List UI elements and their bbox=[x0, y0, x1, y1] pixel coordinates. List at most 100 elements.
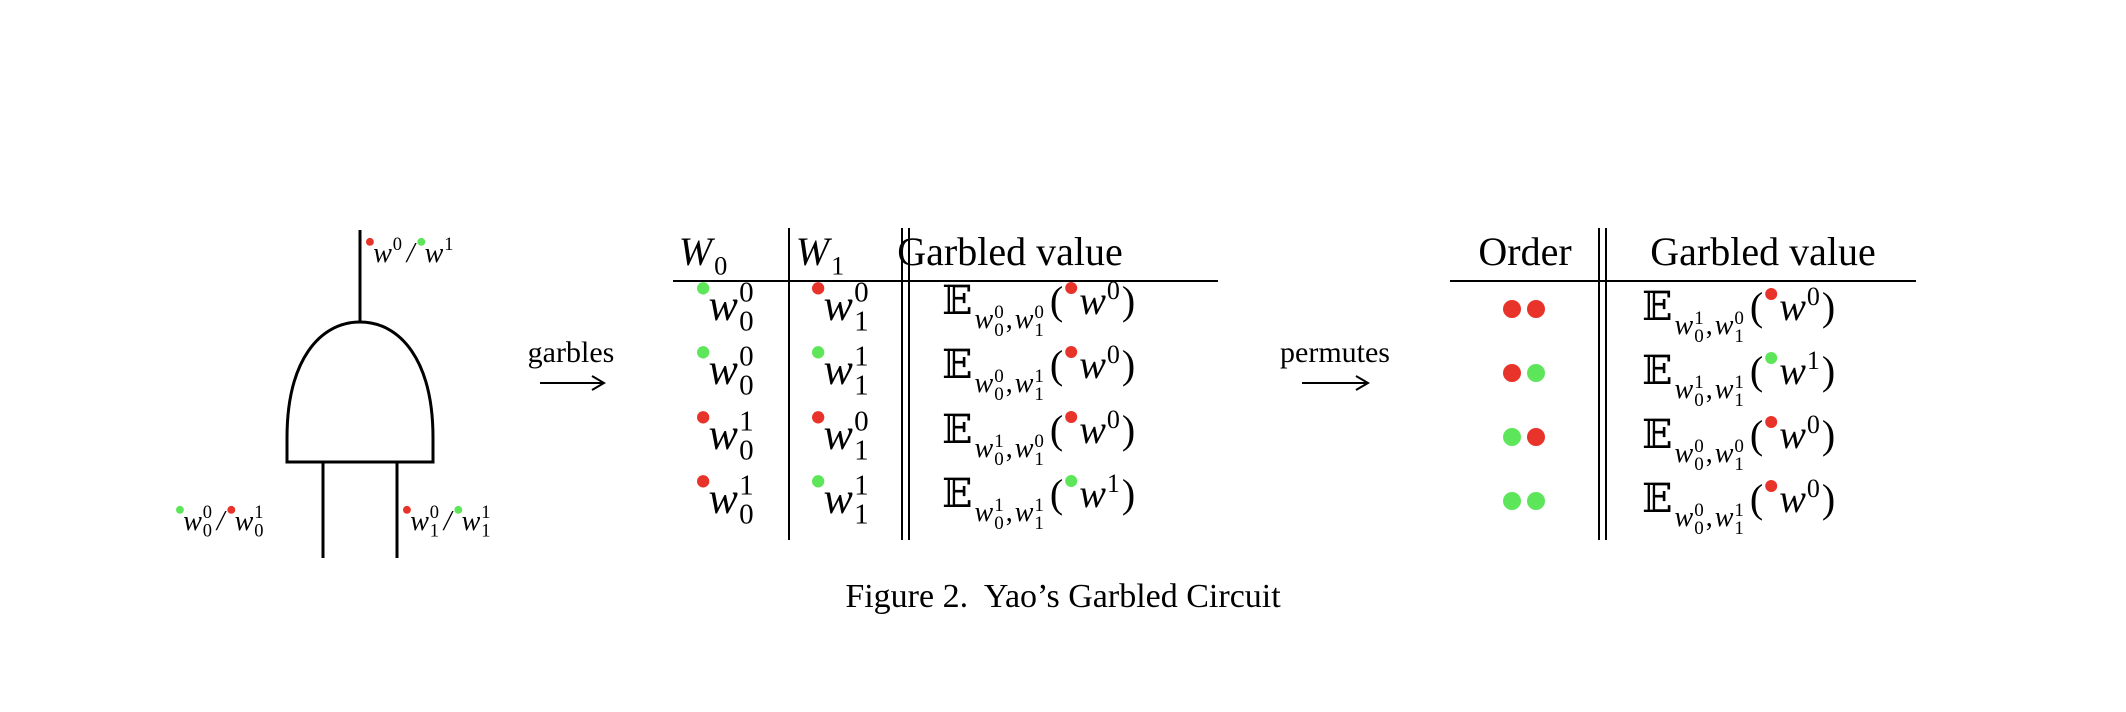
symbol-letter: w bbox=[708, 281, 738, 330]
rparen: ) bbox=[1822, 284, 1835, 329]
red-order-dot bbox=[1527, 428, 1545, 446]
subscript: 0 bbox=[739, 370, 754, 402]
value-sup: 0 bbox=[1107, 405, 1120, 434]
red-dot bbox=[1765, 480, 1778, 492]
superscript: 1 bbox=[854, 341, 869, 373]
key-w1: w bbox=[1715, 438, 1734, 469]
key-w0: w bbox=[975, 304, 994, 335]
superscript: 0 bbox=[430, 502, 439, 522]
figure-caption: Figure 2. Yao’s Garbled Circuit bbox=[845, 578, 1281, 615]
superscript: 0 bbox=[739, 277, 754, 309]
key-comma: , bbox=[1706, 310, 1713, 341]
key-w0-sup: 0 bbox=[994, 302, 1004, 323]
rparen: ) bbox=[1122, 471, 1135, 516]
green-order-dot bbox=[1503, 492, 1521, 510]
superscript: 1 bbox=[854, 470, 869, 502]
green-dot bbox=[1065, 475, 1078, 487]
key-w1-sup: 0 bbox=[1034, 431, 1044, 452]
key-w0-sub: 0 bbox=[1694, 518, 1704, 539]
key-comma: , bbox=[1006, 368, 1013, 399]
key-w0: w bbox=[1675, 310, 1694, 341]
garbles-label: garbles bbox=[528, 336, 615, 369]
gate-body bbox=[285, 320, 435, 464]
lparen: ( bbox=[1050, 407, 1063, 452]
red-dot bbox=[366, 237, 374, 246]
symbol-letter: w bbox=[823, 474, 853, 523]
table2-header-order: Order bbox=[1478, 229, 1571, 274]
lparen: ( bbox=[1050, 278, 1063, 323]
superscript: 0 bbox=[854, 277, 869, 309]
superscript: 1 bbox=[739, 406, 754, 438]
key-w1: w bbox=[1015, 433, 1034, 464]
green-dot bbox=[417, 237, 426, 246]
table1-header-garbled: Garbled value bbox=[897, 229, 1122, 274]
key-w0-sub: 0 bbox=[994, 384, 1004, 405]
value-w: w bbox=[1779, 412, 1806, 457]
superscript: 1 bbox=[444, 234, 453, 254]
red-dot bbox=[812, 282, 825, 295]
green-dot bbox=[812, 346, 825, 359]
and-gate bbox=[285, 230, 435, 558]
superscript: 0 bbox=[393, 234, 402, 254]
red-dot bbox=[1065, 346, 1078, 358]
key-comma: , bbox=[1706, 502, 1713, 533]
key-w0-sub: 0 bbox=[1694, 326, 1704, 347]
green-dot bbox=[697, 282, 710, 295]
encryption-symbol: 𝔼 bbox=[942, 471, 973, 516]
red-order-dot bbox=[1503, 300, 1521, 318]
key-w1: w bbox=[1015, 304, 1034, 335]
symbol-letter: w bbox=[410, 506, 429, 537]
key-w1: w bbox=[1715, 374, 1734, 405]
green-dot bbox=[697, 346, 710, 359]
table2-cell-order bbox=[1503, 300, 1545, 318]
encryption-symbol: 𝔼 bbox=[1642, 348, 1673, 393]
red-dot bbox=[403, 505, 411, 514]
value-sup: 0 bbox=[1107, 276, 1120, 305]
encryption-symbol: 𝔼 bbox=[942, 278, 973, 323]
encryption-symbol: 𝔼 bbox=[1642, 476, 1673, 521]
key-w0: w bbox=[975, 433, 994, 464]
symbol-letter: w bbox=[823, 410, 853, 459]
separator: / bbox=[405, 238, 417, 269]
encryption-symbol: 𝔼 bbox=[1642, 284, 1673, 329]
symbol-letter: w bbox=[708, 410, 738, 459]
symbol-letter: w bbox=[708, 345, 738, 394]
key-comma: , bbox=[1006, 304, 1013, 335]
red-dot bbox=[812, 411, 825, 424]
red-dot bbox=[1065, 411, 1078, 423]
lparen: ( bbox=[1750, 348, 1763, 393]
superscript: 1 bbox=[481, 502, 490, 522]
symbol-letter: w bbox=[235, 506, 254, 537]
encryption-symbol: 𝔼 bbox=[1642, 412, 1673, 457]
subscript: 1 bbox=[854, 306, 869, 338]
green-order-dot bbox=[1527, 364, 1545, 382]
subscript: 0 bbox=[739, 435, 754, 467]
key-w0-sub: 0 bbox=[1694, 454, 1704, 475]
key-w0-sub: 0 bbox=[1694, 390, 1704, 411]
subscript: 1 bbox=[854, 370, 869, 402]
symbol-letter: w bbox=[183, 506, 202, 537]
table2-header-garbled: Garbled value bbox=[1650, 229, 1875, 274]
lparen: ( bbox=[1750, 476, 1763, 521]
symbol-letter: w bbox=[373, 238, 392, 269]
key-w0-sup: 0 bbox=[1694, 500, 1704, 521]
